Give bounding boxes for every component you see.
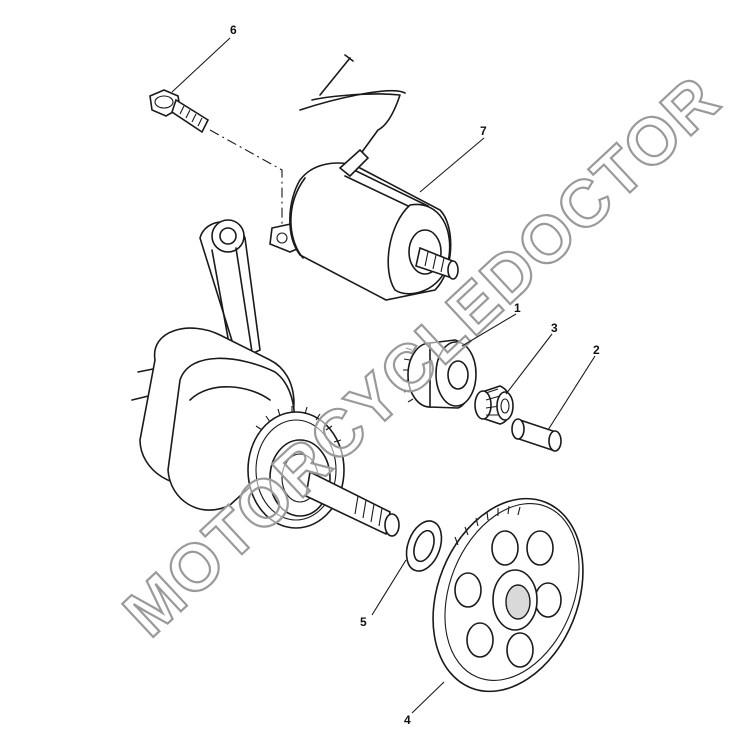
needle-bearing-part [474,385,514,425]
callout-label-5: 5 [360,615,367,629]
callout-label-7: 7 [480,124,487,138]
callout-labels: 6 7 1 3 2 5 4 [230,23,600,727]
callout-label-6: 6 [230,23,237,37]
driven-gear-part [432,497,584,693]
starter-clutch-gear-part [402,339,477,409]
crankshaft-part [131,219,400,537]
callout-label-2: 2 [593,343,600,357]
callout-label-4: 4 [404,713,411,727]
callout-label-3: 3 [551,321,558,335]
leader-lines [171,37,596,714]
callout-label-1: 1 [514,301,521,315]
starter-motor-part [269,54,459,301]
bolt-part [149,89,210,134]
assembly-line-bolt [209,129,283,225]
shaft-part [511,418,562,452]
washer-part [405,520,443,572]
